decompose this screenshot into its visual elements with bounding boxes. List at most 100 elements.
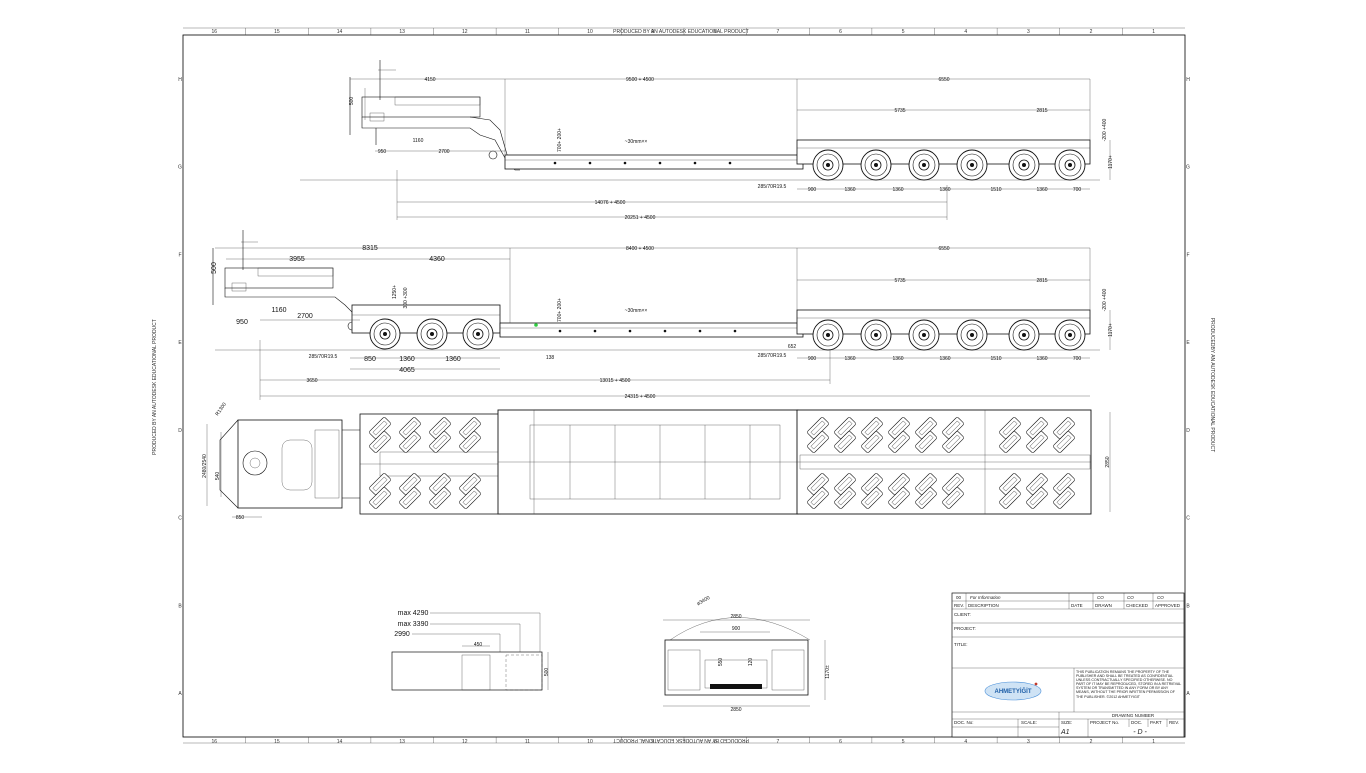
border-number-top: 16 bbox=[212, 29, 218, 35]
border-letter: C bbox=[178, 516, 182, 522]
dim-5735: 5735 bbox=[894, 108, 905, 114]
end-view: ø3400 2850 900 550 120 1170± 2850 bbox=[663, 595, 831, 713]
dim-1360-b: 1360 bbox=[892, 187, 903, 193]
dim-1360-a: 1360 bbox=[844, 187, 855, 193]
dim-900-2: 900 bbox=[808, 356, 817, 362]
border-number-bottom: 14 bbox=[337, 739, 343, 745]
dim-700-200-2: 700+ 200+ bbox=[557, 298, 563, 322]
border-letter: H bbox=[178, 77, 182, 83]
border-number-bottom: 1 bbox=[1152, 739, 1155, 745]
drawing-number-value: - D - bbox=[1133, 729, 1147, 736]
dim-950: 950 bbox=[378, 149, 387, 155]
dim-1170-2: 1170+ bbox=[1108, 323, 1114, 337]
dim-3650: 3650 bbox=[306, 378, 317, 384]
dim-2700: 2700 bbox=[438, 149, 449, 155]
rev-number: 00 bbox=[956, 595, 962, 600]
dim-652: 652 bbox=[788, 344, 797, 350]
dim-450: 450 bbox=[474, 642, 483, 648]
gooseneck-2 bbox=[212, 230, 361, 331]
dim-1360-2a: 1360 bbox=[844, 356, 855, 362]
watermark-bottom: PRODUCED BY AN AUTODESK EDUCATIONAL PROD… bbox=[613, 737, 749, 743]
description-header: DESCRIPTION bbox=[968, 603, 999, 608]
dim-900: 900 bbox=[808, 187, 817, 193]
border-letter: D bbox=[1186, 428, 1190, 434]
front-wheels bbox=[369, 318, 494, 350]
green-marker bbox=[534, 323, 538, 327]
date-header: DATE bbox=[1071, 603, 1083, 608]
title-block: 00 For Information CO CO CO REV. DESCRIP… bbox=[951, 592, 1185, 738]
dim-r1300: R1300 bbox=[214, 401, 227, 417]
border-letter: F bbox=[1186, 252, 1189, 258]
border-number-top: 6 bbox=[839, 29, 842, 35]
dim-13015: 13015 + 4500 bbox=[600, 378, 631, 384]
size-value: A1 bbox=[1060, 729, 1070, 736]
border-number-bottom: 11 bbox=[525, 739, 530, 745]
checked-header: CHECKED bbox=[1126, 603, 1149, 608]
dim-max-4290: max 4290 bbox=[398, 610, 429, 617]
dim-1360-2c: 1360 bbox=[939, 356, 950, 362]
dim-3955: 3955 bbox=[289, 256, 305, 263]
dim-900-end: 900 bbox=[732, 626, 741, 632]
tyre-size-3: 285/70R19.5 bbox=[758, 353, 787, 359]
dim-4360: 4360 bbox=[429, 256, 445, 263]
dim-500: 500 bbox=[349, 97, 355, 106]
side-view-2: 8315 3955 4360 8400 + 4500 6550 500 1250… bbox=[211, 230, 1114, 400]
dim-1170: 1170+ bbox=[1108, 155, 1114, 169]
border-number-bottom: 10 bbox=[587, 739, 593, 745]
border-number-top: 10 bbox=[587, 29, 593, 35]
border-letter: B bbox=[178, 603, 182, 609]
drawing-number-label: DRAWING NUMBER bbox=[1112, 713, 1155, 718]
border-letter: E bbox=[178, 340, 182, 346]
dim-2850: 2850 bbox=[1105, 456, 1111, 467]
dim-6550-2: 6550 bbox=[938, 246, 949, 252]
dim-500-detail: 500 bbox=[544, 668, 550, 677]
dim-200-400-2: -200 +400 bbox=[1102, 288, 1108, 311]
dim-1510-2: 1510 bbox=[990, 356, 1001, 362]
side-view-1: 4150 9500 + 4500 6550 500 5735 2815 -200… bbox=[300, 60, 1114, 221]
dim-700: 700 bbox=[1073, 187, 1082, 193]
scale-label: SCALE: bbox=[1021, 720, 1037, 725]
dim-1360-c: 1360 bbox=[939, 187, 950, 193]
dim-20251: 20251 + 4500 bbox=[625, 215, 656, 221]
dim-5735-2: 5735 bbox=[894, 278, 905, 284]
rear-bogie-frame-2 bbox=[796, 309, 1091, 335]
dim-2480: 2480/2540 bbox=[202, 454, 208, 478]
co-drawn: CO bbox=[1097, 595, 1104, 600]
co-approved: CO bbox=[1157, 595, 1164, 600]
rear-bogie-frame-1 bbox=[796, 139, 1091, 165]
dim-8315: 8315 bbox=[362, 245, 378, 252]
border-number-bottom: 4 bbox=[964, 739, 967, 745]
client-label: CLIENT: bbox=[954, 612, 971, 617]
dim-2815-2: 2815 bbox=[1036, 278, 1047, 284]
gooseneck-1 bbox=[349, 60, 520, 171]
border-number-top: 14 bbox=[337, 29, 343, 35]
border-number-bottom: 9 bbox=[651, 739, 654, 745]
deck-1 bbox=[504, 154, 804, 170]
border-number-top: 4 bbox=[964, 29, 967, 35]
dim-120: 120 bbox=[748, 658, 754, 667]
part-label: PART bbox=[1150, 720, 1162, 725]
dim-4150: 4150 bbox=[424, 77, 435, 83]
watermark-top: PRODUCED BY AN AUTODESK EDUCATIONAL PROD… bbox=[613, 29, 749, 35]
border-number-top: 1 bbox=[1152, 29, 1155, 35]
dim-1360-d: 1360 bbox=[1036, 187, 1047, 193]
border-letter: H bbox=[1186, 77, 1190, 83]
dim-1360-front-b: 1360 bbox=[445, 356, 461, 363]
dim-1250: 1250+ bbox=[392, 285, 398, 299]
dim-138: 138 bbox=[546, 355, 555, 361]
company-logo: AHMETYİĞİT bbox=[984, 681, 1042, 701]
dim-2850-top: 2850 bbox=[730, 614, 741, 620]
size-label: SIZE: bbox=[1061, 720, 1072, 725]
border-number-top: 11 bbox=[525, 29, 530, 35]
border-number-bottom: 16 bbox=[212, 739, 218, 745]
dim-2815: 2815 bbox=[1036, 108, 1047, 114]
border-number-bottom: 12 bbox=[462, 739, 468, 745]
border-letter: G bbox=[178, 165, 182, 171]
border-number-top: 3 bbox=[1027, 29, 1030, 35]
detail-view: max 4290 max 3390 2990 450 500 bbox=[391, 610, 550, 691]
border-number-top: 8 bbox=[714, 29, 717, 35]
border-labels: 1616151514141313121211111010998877665544… bbox=[178, 29, 1190, 745]
dim-1170-end: 1170± bbox=[825, 665, 831, 679]
